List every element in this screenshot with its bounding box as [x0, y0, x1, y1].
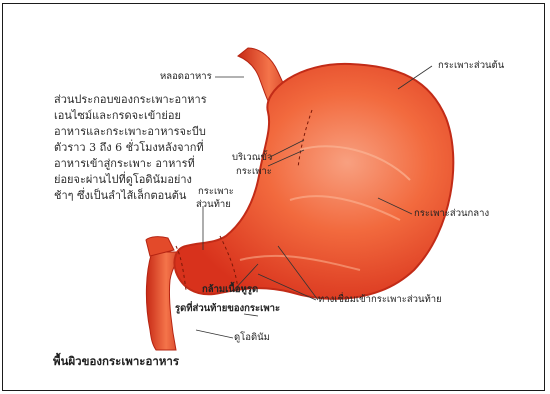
label-antrum-line2: ส่วนท้าย [196, 199, 231, 211]
label-pyloric-canal: ทางเชื่อมเข้ากระเพาะส่วนท้าย [318, 294, 442, 306]
label-pylorus: รูดที่ส่วนท้ายของกระเพาะ [175, 303, 280, 315]
label-fundus: กระเพาะส่วนต้น [438, 60, 504, 72]
intro-line: เอนไซม์และกรดจะเข้าย่อย [54, 108, 234, 124]
label-duodenum: ดูโอดินัม [234, 332, 270, 344]
label-cardia-line1: บริเวณขั้ว [232, 152, 272, 164]
label-antrum-line1: กระเพาะ [198, 186, 234, 198]
intro-line: อาหารและกระเพาะอาหารจะบีบ [54, 124, 234, 140]
intro-line: อาหารเข้าสู่กระเพาะ อาหารที่ [54, 156, 234, 172]
label-pyloric-muscle: กล้ามเนื้อหูรูด [202, 284, 258, 296]
label-esophagus: หลอดอาหาร [160, 71, 212, 83]
intro-line: ส่วนประกอบของกระเพาะอาหาร [54, 92, 234, 108]
label-body: กระเพาะส่วนกลาง [414, 208, 489, 220]
intro-line: ตัวราว 3 ถึง 6 ชั่วโมงหลังจากที่ [54, 140, 234, 156]
label-cardia-line2: กระเพาะ [236, 166, 272, 178]
diagram-caption: พื้นผิวของกระเพาะอาหาร [53, 353, 179, 371]
